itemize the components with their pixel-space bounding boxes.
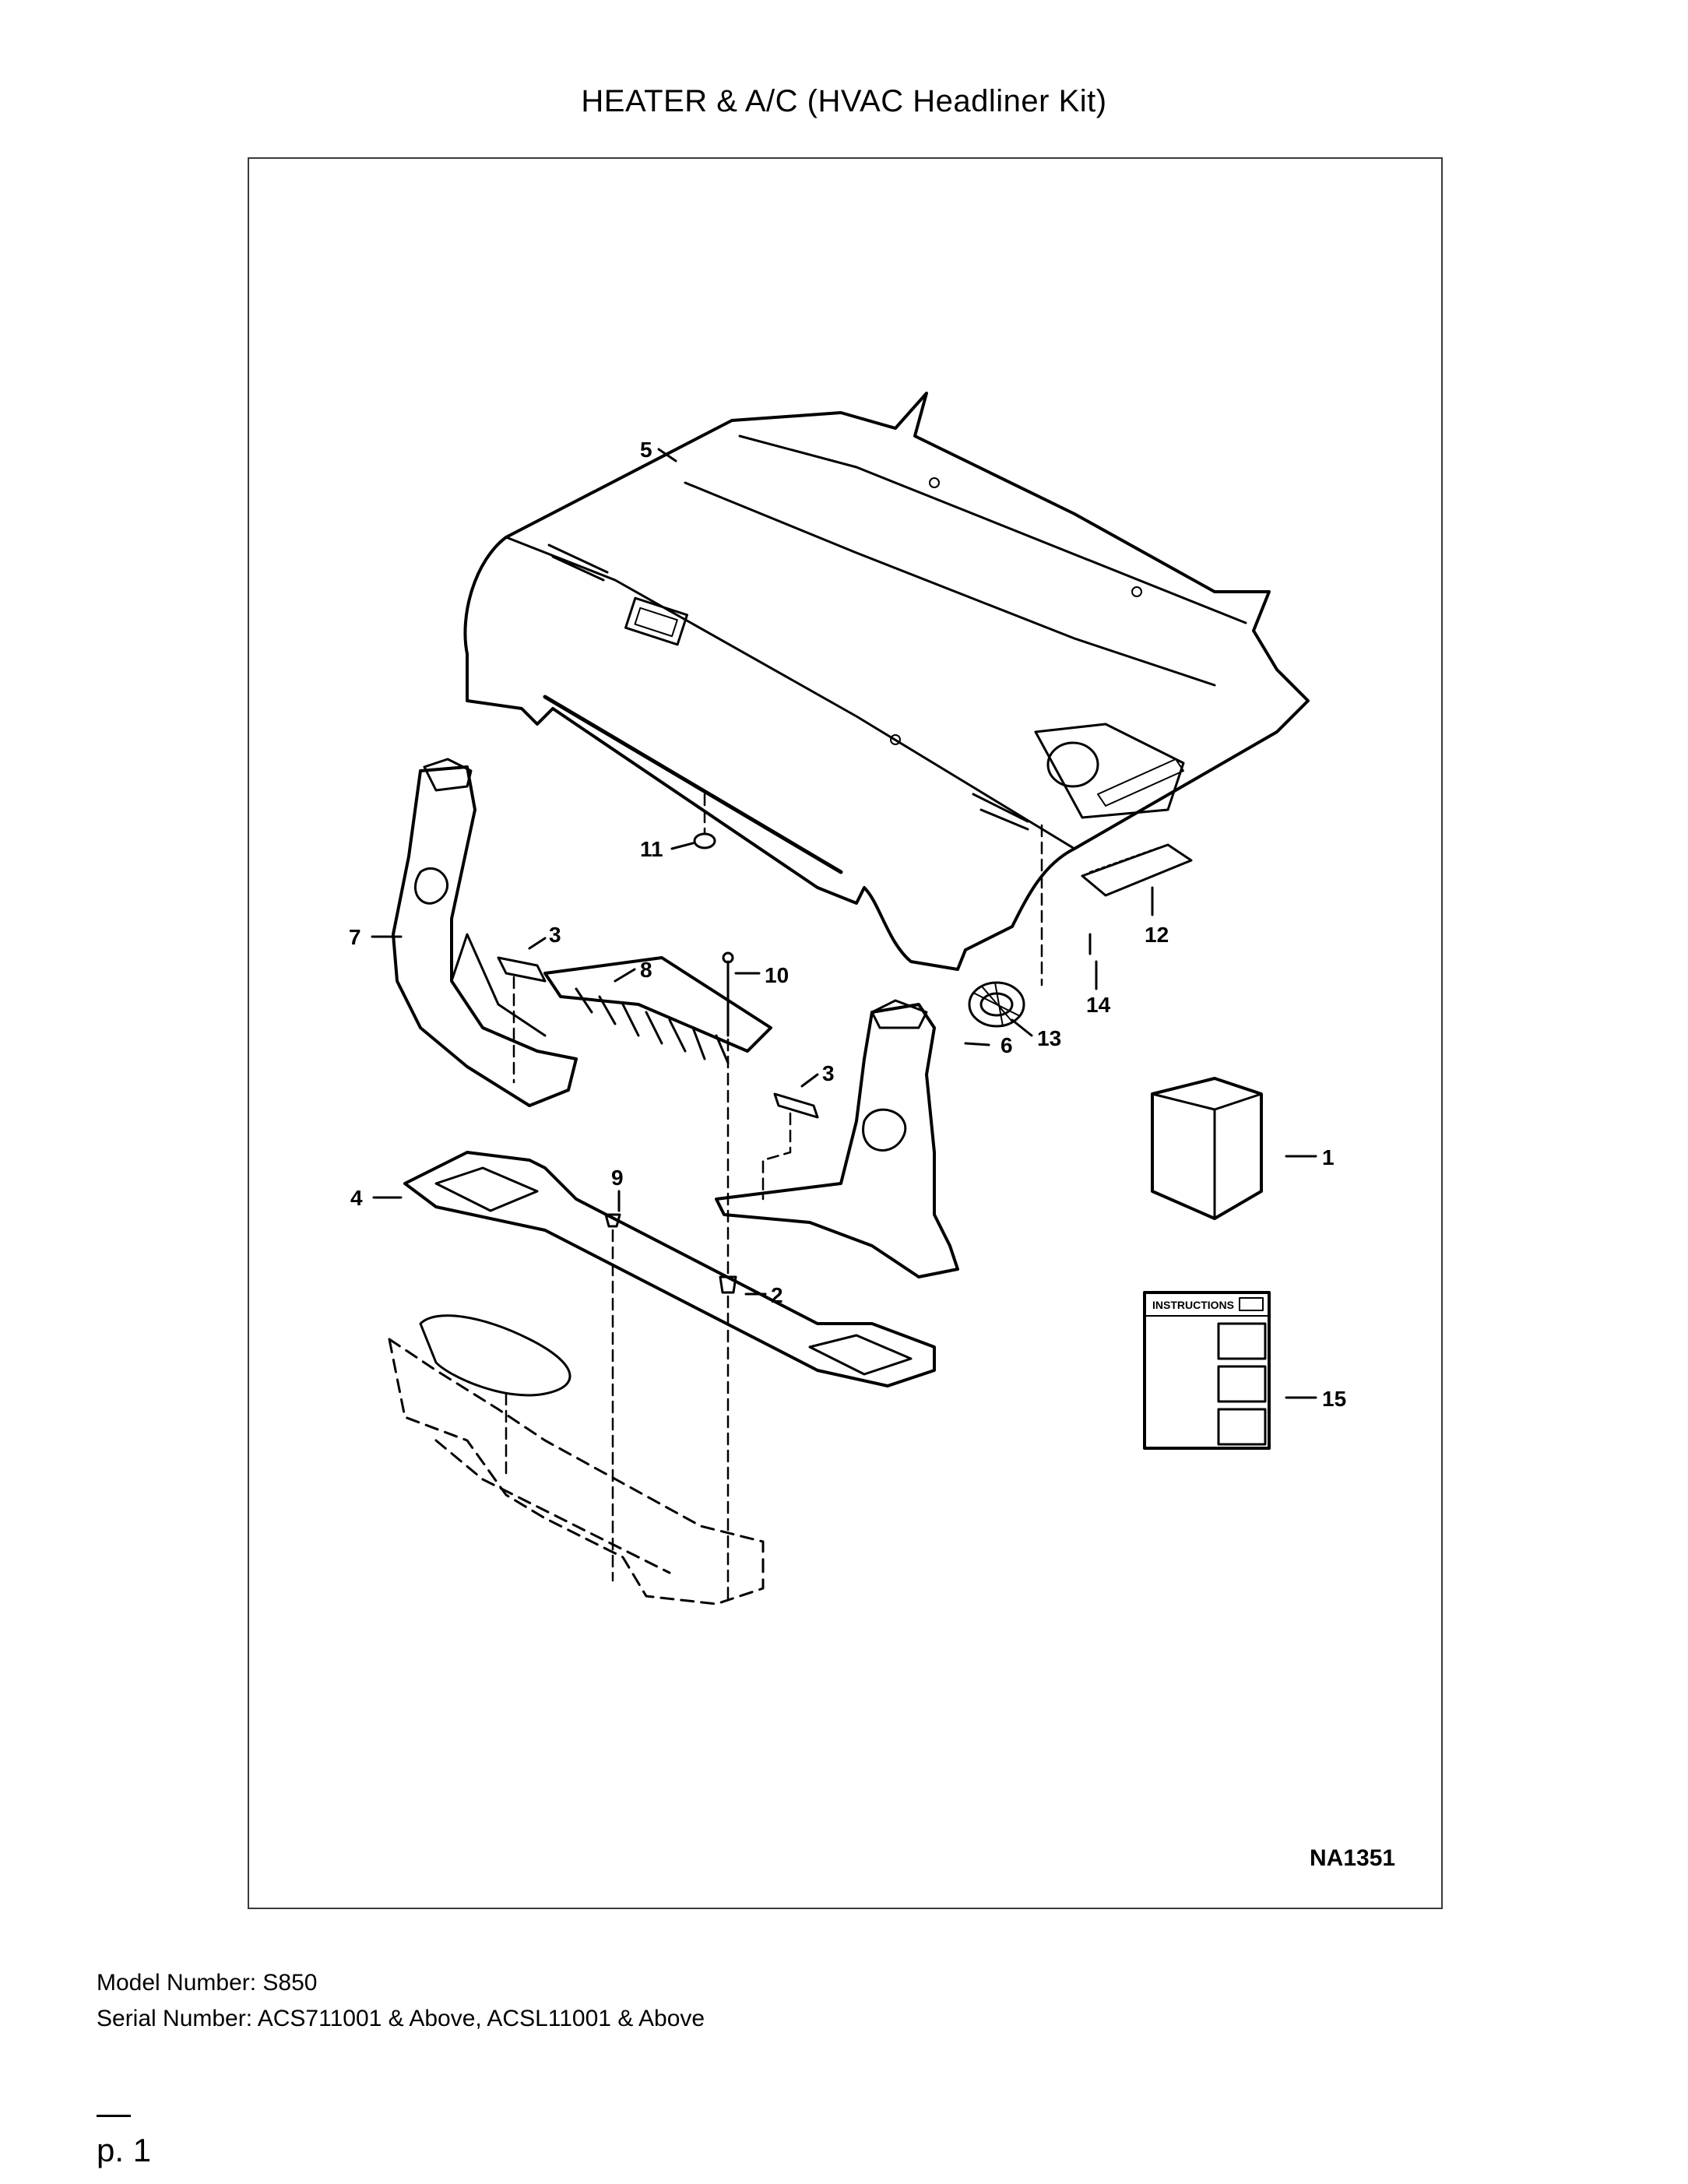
callout-12: 12	[1145, 923, 1169, 947]
callout-4: 4	[350, 1186, 363, 1210]
callout-3a: 3	[549, 923, 561, 947]
page-number-rule	[97, 2115, 131, 2117]
fastener-nut-11	[693, 832, 716, 849]
callout-14: 14	[1086, 993, 1111, 1017]
vent-duct-part	[543, 956, 772, 1064]
right-pillar-trim-part	[715, 999, 959, 1278]
instructions-sheet-part	[1143, 1291, 1271, 1450]
vent-grille-left-part	[497, 956, 547, 983]
fastener-screw-2	[719, 1275, 737, 1294]
page-number: p. 1	[97, 2132, 152, 2168]
headliner-plate-part	[403, 1151, 936, 1397]
drawing-code: NA1351	[1310, 1845, 1396, 1871]
callout-3b: 3	[822, 1061, 835, 1085]
headliner-part	[463, 392, 1310, 971]
callout-1: 1	[1322, 1145, 1335, 1169]
callout-10: 10	[765, 963, 789, 987]
diagram-frame	[248, 157, 1443, 1909]
serial-number: Serial Number: ACS711001 & Above, ACSL11…	[97, 2006, 705, 2031]
callout-15: 15	[1322, 1387, 1346, 1411]
kit-box-part	[1151, 1077, 1263, 1220]
alignment-lines	[505, 793, 1043, 1605]
model-number: Model Number: S850	[97, 1970, 318, 1996]
callout-9: 9	[611, 1166, 624, 1190]
instructions-sheet-header: INSTRUCTIONS	[1152, 1299, 1234, 1311]
page-title: HEATER & A/C (HVAC Headliner Kit)	[581, 84, 1107, 118]
fastener-clip-9	[604, 1213, 621, 1228]
left-pillar-trim-part	[392, 758, 578, 1107]
callout-11: 11	[640, 837, 663, 861]
fan-grommet-part	[968, 981, 1025, 1028]
plug-strip-part	[1081, 843, 1193, 897]
vent-grille-right-part	[773, 1092, 819, 1119]
fastener-screw-10	[722, 951, 734, 1037]
callout-5: 5	[640, 438, 652, 462]
callout-7: 7	[349, 925, 361, 949]
callout-6: 6	[1000, 1033, 1013, 1057]
callout-8: 8	[640, 958, 652, 982]
cab-frame-reference	[388, 1338, 765, 1605]
leader-lines	[371, 448, 1317, 1399]
callout-13: 13	[1037, 1026, 1061, 1050]
callout-2: 2	[771, 1283, 783, 1307]
